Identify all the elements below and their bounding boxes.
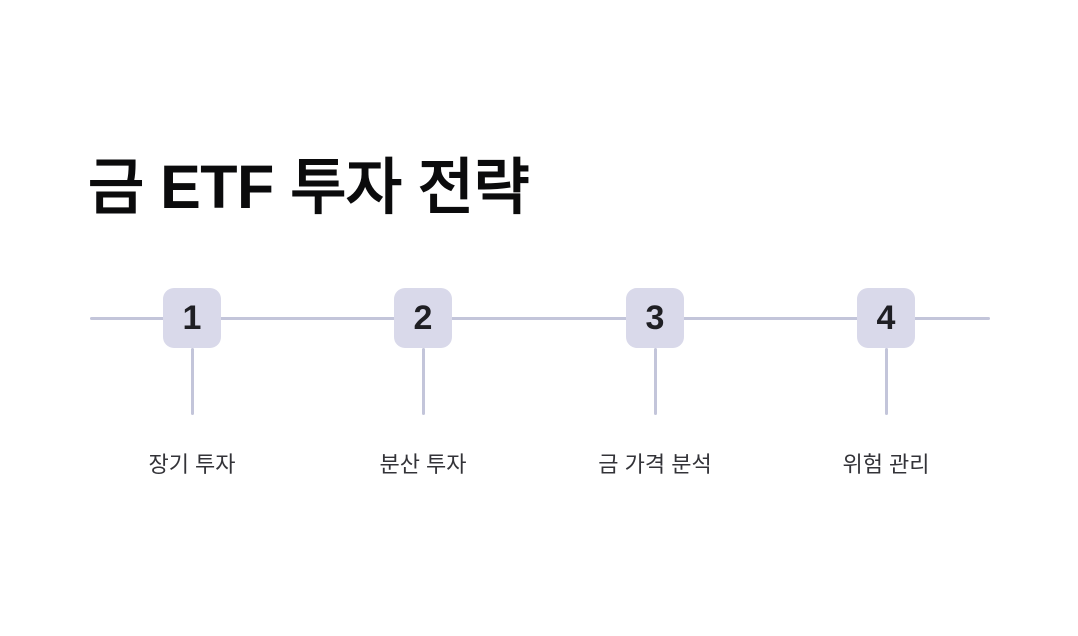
step-number-4: 4 xyxy=(876,299,896,337)
step-label-4: 위험 관리 xyxy=(842,452,930,477)
timeline-step-4[interactable]: 4 위험 관리 xyxy=(781,0,991,636)
step-number-2: 2 xyxy=(413,299,433,337)
timeline-step-1[interactable]: 1 장기 투자 xyxy=(87,0,297,636)
step-connector-4 xyxy=(885,348,888,415)
step-marker-3[interactable]: 3 xyxy=(626,288,684,348)
step-number-3: 3 xyxy=(645,299,665,337)
timeline-step-3[interactable]: 3 금 가격 분석 xyxy=(550,0,760,636)
step-label-2: 분산 투자 xyxy=(379,452,467,477)
step-connector-1 xyxy=(191,348,194,415)
step-connector-2 xyxy=(422,348,425,415)
step-marker-4[interactable]: 4 xyxy=(857,288,915,348)
page-title: 금 ETF 투자 전략 xyxy=(88,153,530,221)
timeline-step-2[interactable]: 2 분산 투자 xyxy=(318,0,528,636)
step-marker-2[interactable]: 2 xyxy=(394,288,452,348)
step-marker-1[interactable]: 1 xyxy=(163,288,221,348)
step-connector-3 xyxy=(654,348,657,415)
step-number-1: 1 xyxy=(182,299,202,337)
step-label-1: 장기 투자 xyxy=(148,452,236,477)
timeline-rail xyxy=(90,317,990,320)
step-label-3: 금 가격 분석 xyxy=(598,452,712,477)
